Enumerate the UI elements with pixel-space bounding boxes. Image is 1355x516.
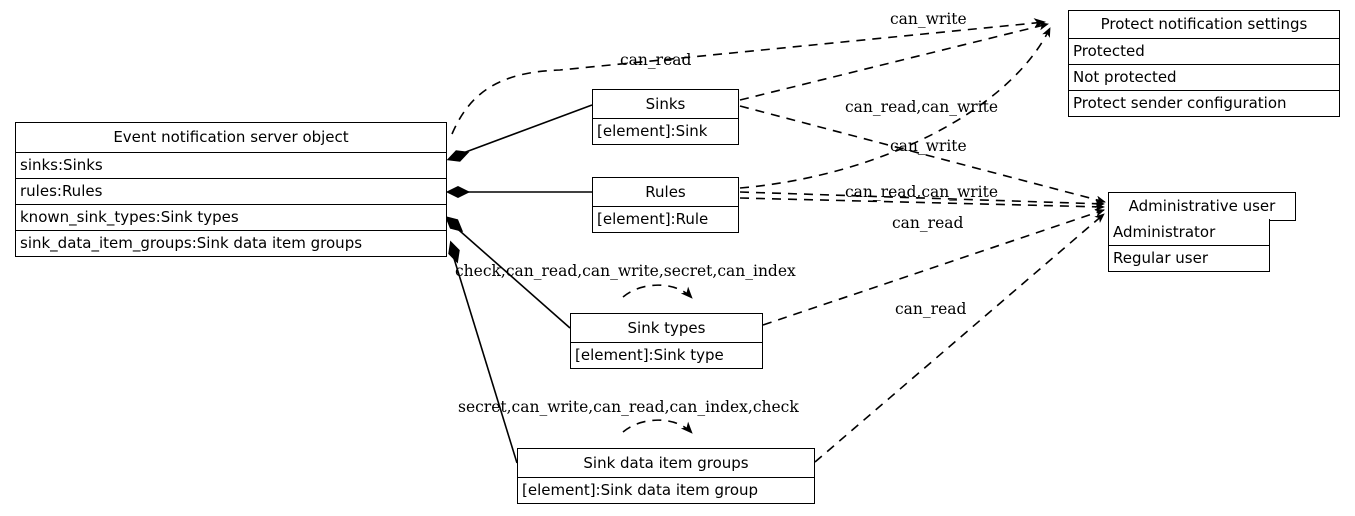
class-box-sinks[interactable]: Sinks [element]:Sink — [592, 89, 739, 145]
edge-label-can-read-can-write-rules: can_read,can_write — [845, 183, 999, 201]
edge-label-can-write-rules: can_write — [890, 137, 967, 155]
edge-label-can-read-top: can_read — [620, 51, 692, 69]
dependency-edges: Protect notification settings --> Protec… — [451, 18, 1106, 463]
class-header-administrative-user-frame: Administrative user — [1108, 192, 1296, 221]
diamond-sinks — [446, 150, 470, 162]
diamond-rules — [445, 185, 471, 199]
edge-sinks-to-protect-can-write — [739, 22, 1049, 101]
class-box-sink-types[interactable]: Sink types [element]:Sink type — [570, 313, 763, 369]
class-attribute-row: rules:Rules — [16, 178, 446, 204]
class-header-sink-data-item-groups: Sink data item groups — [583, 453, 749, 472]
class-header-server: Event notification server object — [113, 128, 349, 146]
class-attribute-row: Administrator — [1113, 222, 1216, 241]
class-attribute-row: [element]:Sink data item group — [518, 477, 814, 503]
class-header-rules: Rules — [645, 182, 686, 201]
class-attribute-row: Protect sender configuration — [1069, 90, 1339, 116]
class-attribute-row: [element]:Sink — [593, 118, 738, 144]
edge-label-can-read-sink-types: can_read — [895, 300, 967, 318]
class-box-protect-notification-settings[interactable]: Protect notification settings Protected … — [1068, 10, 1340, 117]
class-attribute-row: sinks:Sinks — [16, 152, 446, 178]
edge-sink-types-self-loop — [622, 284, 693, 299]
edge-server-to-protect-can-read — [451, 18, 1046, 135]
edge-label-can-read-rules: can_read — [892, 214, 964, 232]
class-box-rules[interactable]: Rules [element]:Rule — [592, 177, 739, 233]
class-attribute-row: [element]:Rule — [593, 206, 738, 232]
edge-sink-data-item-groups-self-loop — [622, 419, 693, 434]
class-body-administrative-user: Administrator Regular user — [1108, 219, 1270, 273]
edge-label-sink-types-perms: check,can_read,can_write,secret,can_inde… — [455, 262, 796, 280]
class-attribute-row: [element]:Sink type — [571, 342, 762, 368]
class-header-sinks: Sinks — [645, 94, 686, 113]
class-box-server[interactable]: Event notification server object sinks:S… — [15, 122, 447, 257]
class-header-protect-notification-settings: Protect notification settings — [1100, 15, 1308, 33]
edge-label-can-write-top: can_write — [890, 10, 967, 28]
class-attribute-row: Not protected — [1069, 64, 1339, 90]
edge-sink-data-item-groups-to-admin-user — [814, 213, 1105, 463]
diamond-sink-data-item-groups — [448, 240, 460, 264]
class-attribute-row: Regular user — [1109, 245, 1269, 271]
edge-label-sink-data-item-groups-perms: secret,can_write,can_read,can_index,chec… — [458, 398, 799, 416]
class-box-administrative-user[interactable]: Administrative user Administrator Regula… — [1108, 192, 1296, 274]
class-attribute-row: known_sink_types:Sink types — [16, 204, 446, 230]
class-box-sink-data-item-groups[interactable]: Sink data item groups [element]:Sink dat… — [517, 448, 815, 504]
class-header-administrative-user: Administrative user — [1128, 197, 1276, 215]
class-attribute-row: sink_data_item_groups:Sink data item gro… — [16, 230, 446, 256]
edge-label-can-read-can-write-sinks: can_read,can_write — [845, 98, 999, 116]
class-header-sink-types: Sink types — [627, 318, 706, 337]
class-attribute-row: Protected — [1069, 38, 1339, 64]
